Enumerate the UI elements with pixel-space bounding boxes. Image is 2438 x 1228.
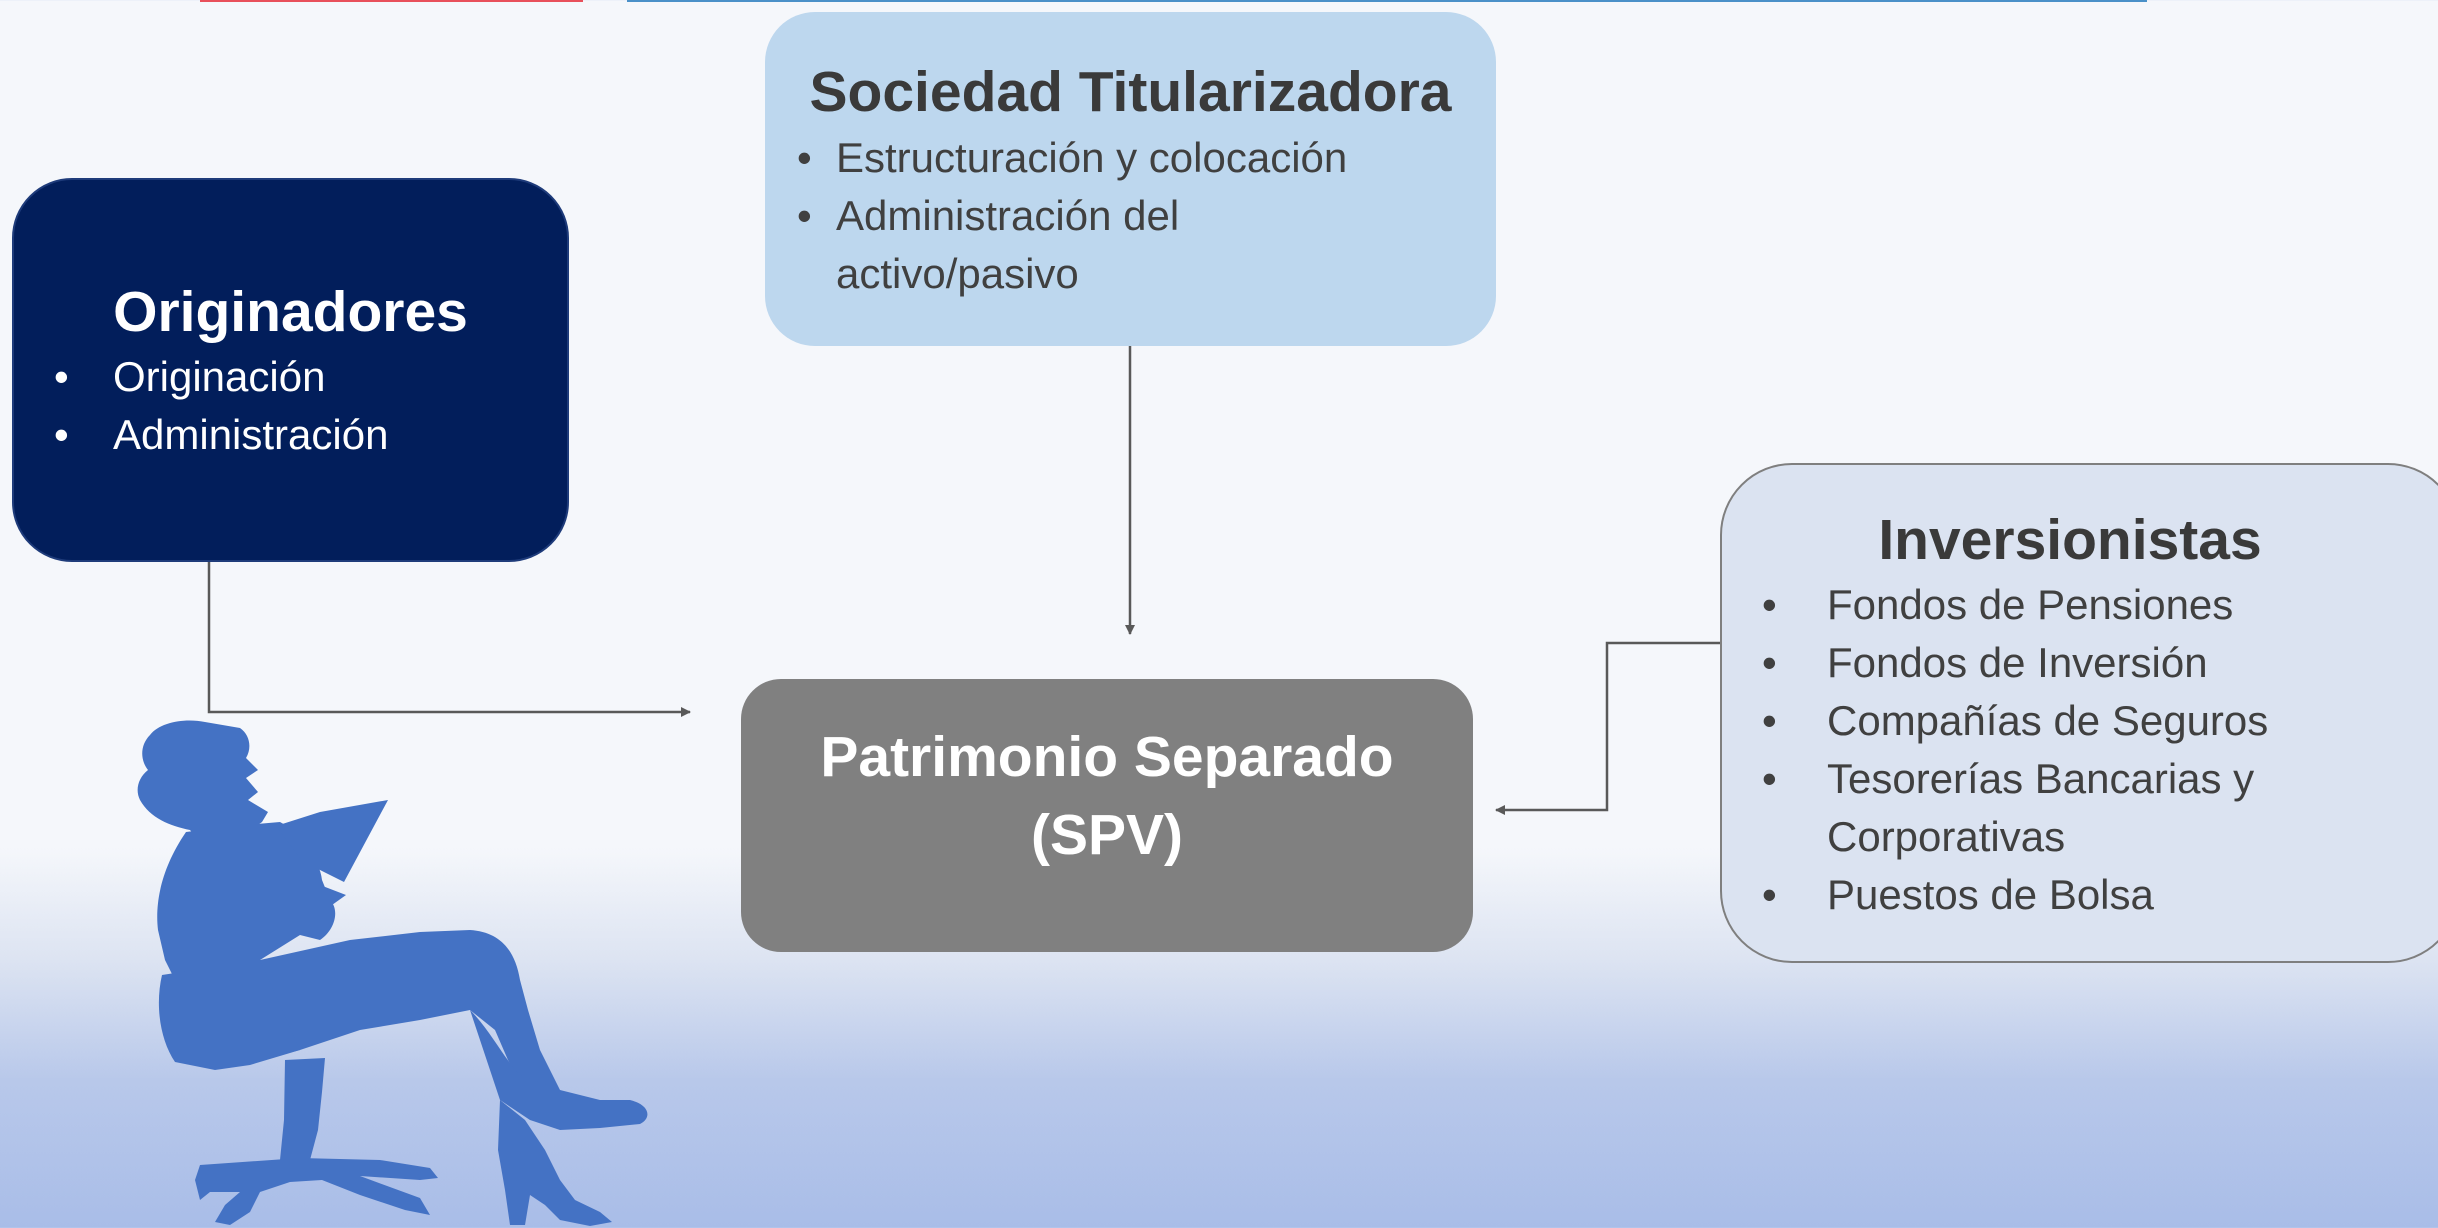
inversionistas-item: Fondos de Pensiones <box>1722 576 2438 634</box>
arrow-inversionistas-to-patrimonio <box>1495 641 1720 815</box>
originadores-box: Originadores Originación Administración <box>12 178 569 562</box>
inversionistas-list: Fondos de Pensiones Fondos de Inversión … <box>1722 576 2438 924</box>
sociedad-list: Estructuración y colocación Administraci… <box>765 129 1496 303</box>
sociedad-item: Estructuración y colocación <box>765 129 1496 187</box>
arrow-originadores-to-patrimonio <box>207 560 691 717</box>
originadores-item: Originación <box>14 348 567 406</box>
originadores-list: Originación Administración <box>14 348 567 464</box>
sociedad-titularizadora-box: Sociedad Titularizadora Estructuración y… <box>765 12 1496 346</box>
originadores-item: Administración <box>14 406 567 464</box>
inversionistas-title: Inversionistas <box>1878 508 2262 572</box>
inversionistas-item: Fondos de Inversión <box>1722 634 2438 692</box>
inversionistas-item: Compañías de Seguros <box>1722 692 2438 750</box>
sociedad-item: Administración del activo/pasivo <box>765 187 1196 303</box>
patrimonio-title-line1: Patrimonio Separado <box>820 725 1394 789</box>
top-accent-line-red <box>200 0 583 2</box>
inversionistas-item: Puestos de Bolsa <box>1722 866 2438 924</box>
originadores-title: Originadores <box>113 280 468 344</box>
inversionistas-box: Inversionistas Fondos de Pensiones Fondo… <box>1720 463 2438 963</box>
inversionistas-item: Tesorerías Bancarias y Corporativas <box>1722 750 2307 866</box>
top-accent-line-blue <box>627 0 2147 2</box>
sociedad-title: Sociedad Titularizadora <box>809 60 1452 124</box>
patrimonio-separado-box: Patrimonio Separado (SPV) <box>741 679 1473 952</box>
patrimonio-title-line2: (SPV) <box>1030 803 1184 867</box>
